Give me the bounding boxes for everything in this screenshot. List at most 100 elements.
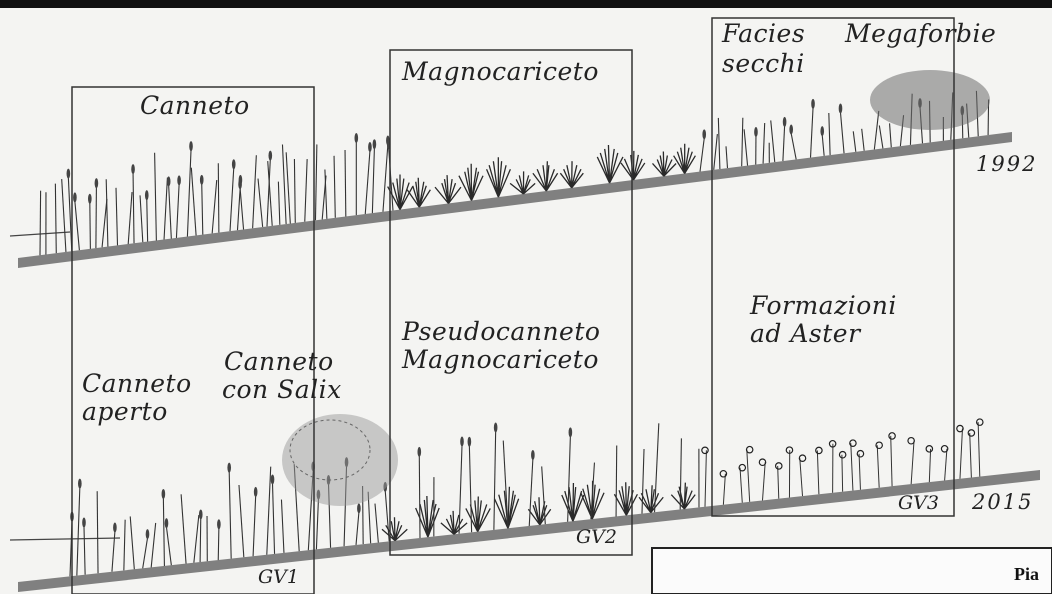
zone-box-gv1	[71, 86, 315, 594]
reed-stroke	[101, 198, 108, 248]
sedge-tuft	[620, 150, 646, 181]
aster-stem	[858, 453, 861, 490]
aster-stem	[799, 458, 804, 497]
label-facies-2: secchi	[722, 49, 805, 78]
reed-stroke	[280, 499, 285, 553]
sedge-tuft	[596, 144, 624, 184]
aster-stem	[944, 448, 948, 481]
reed-panicle	[166, 176, 171, 187]
reed-stroke	[105, 179, 109, 247]
reed-panicle	[231, 159, 236, 170]
reed-stroke	[139, 195, 144, 243]
reed-stroke	[324, 169, 328, 219]
reed-stroke	[257, 178, 264, 228]
zone-label-gv1: GV1	[258, 566, 299, 588]
aster-flower	[774, 462, 783, 470]
reed-stroke	[878, 125, 884, 149]
reed-panicle	[177, 175, 181, 186]
reed-stroke	[229, 168, 235, 232]
aster-flower	[701, 446, 709, 455]
reed-stroke	[165, 527, 172, 566]
reed-panicle	[198, 509, 203, 520]
reed-stroke	[304, 159, 308, 222]
reed-stroke	[168, 185, 172, 239]
label-facies-1: Facies	[722, 19, 806, 48]
reed-stroke	[61, 179, 67, 252]
reed-stroke	[252, 495, 257, 557]
reed-stroke	[239, 188, 245, 230]
reed-stroke	[132, 173, 135, 244]
reed-stroke	[852, 131, 857, 152]
reed-stroke	[54, 183, 57, 254]
label-canneto-salix-1: Canneto	[224, 347, 334, 376]
reed-stroke	[374, 503, 379, 543]
reed-stroke	[266, 159, 271, 227]
reed-panicle	[161, 488, 166, 499]
label-canneto-1992: Canneto	[140, 91, 250, 120]
reed-stroke	[828, 112, 831, 156]
sedge-tuft	[527, 497, 552, 526]
sedge-tuft	[652, 151, 677, 177]
aster-flower	[758, 458, 767, 467]
reed-panicle	[131, 164, 135, 175]
aster-flower	[856, 449, 865, 458]
aster-stem	[816, 450, 820, 495]
reed-stroke	[127, 192, 133, 245]
aster-flower	[875, 441, 883, 450]
water-line-2015	[9, 537, 121, 541]
reed-panicle	[253, 486, 258, 497]
sedge-tuft	[673, 143, 696, 174]
reed-panicle	[144, 190, 149, 201]
aster-stem	[910, 440, 915, 485]
reed-stroke	[615, 445, 618, 517]
reed-stroke	[39, 190, 42, 256]
reed-panicle	[238, 179, 242, 190]
reed-panicle	[372, 139, 377, 150]
salix-shrub	[282, 414, 398, 506]
top-border	[0, 0, 1052, 8]
reed-stroke	[96, 491, 99, 574]
reed-stroke	[699, 138, 705, 172]
label-magnocariceto-1992: Magnocariceto	[402, 57, 599, 86]
aster-flower	[940, 444, 949, 453]
aster-flower	[785, 446, 794, 454]
reed-stroke	[371, 148, 375, 214]
aster-flower	[888, 432, 896, 440]
reed-stroke	[344, 150, 347, 217]
aster-stem	[704, 450, 707, 507]
aster-flower	[719, 469, 728, 478]
reed-stroke	[861, 128, 865, 151]
sedge-tuft	[458, 163, 484, 201]
aster-flower	[745, 445, 754, 454]
corner-box-text: Pia	[1014, 564, 1039, 584]
reeds-1992	[39, 133, 394, 256]
reed-stroke	[115, 187, 119, 246]
reed-stroke	[293, 158, 296, 223]
reed-stroke	[95, 187, 97, 249]
aster-flower	[828, 439, 837, 448]
reed-stroke	[186, 150, 192, 237]
sedge-tuft	[387, 174, 414, 210]
reed-stroke	[502, 440, 509, 529]
reed-stroke	[790, 133, 797, 160]
aster-stem	[762, 462, 766, 501]
reed-panicle	[838, 103, 843, 114]
reed-stroke	[713, 134, 718, 170]
reed-stroke	[725, 146, 729, 169]
label-megaforbie: Megaforbie	[845, 19, 997, 48]
aster-stem	[841, 454, 844, 492]
sedge-tuft	[561, 483, 585, 522]
reed-stroke	[142, 538, 149, 569]
reed-stroke	[493, 431, 497, 530]
aster-flower	[838, 450, 847, 459]
reed-stroke	[528, 458, 534, 527]
reed-stroke	[873, 110, 880, 150]
reed-stroke	[129, 516, 135, 570]
sedge-tuft	[406, 177, 431, 208]
sedge-tuft	[381, 517, 408, 542]
reed-stroke	[228, 471, 232, 559]
reed-stroke	[146, 199, 149, 242]
aster-flower	[956, 424, 964, 433]
aster-stem	[739, 467, 743, 503]
